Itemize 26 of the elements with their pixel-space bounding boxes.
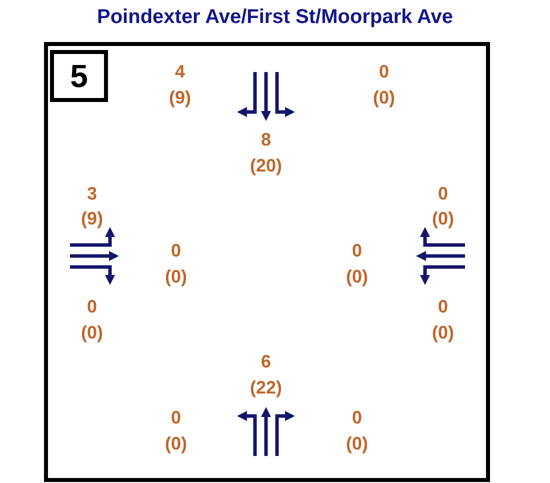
volume: 0 bbox=[352, 408, 362, 428]
peak-volume: (22) bbox=[250, 378, 282, 398]
volume: 0 bbox=[352, 240, 362, 262]
volume: 8 bbox=[261, 130, 271, 150]
title: Poindexter Ave/First St/Moorpark Ave bbox=[96, 6, 454, 29]
volume: 0 bbox=[171, 240, 181, 262]
volume: 0 bbox=[87, 296, 97, 318]
peak-volume: (0) bbox=[346, 434, 368, 454]
peak-volume: (0) bbox=[165, 266, 187, 288]
volume: 3 bbox=[87, 184, 97, 204]
peak-volume: (0) bbox=[432, 322, 454, 344]
peak-volume: (0) bbox=[165, 434, 187, 454]
volume: 4 bbox=[175, 62, 185, 82]
peak-volume: (0) bbox=[81, 322, 103, 344]
volume: 6 bbox=[261, 352, 271, 372]
peak-volume: (0) bbox=[373, 88, 395, 108]
peak-volume: (9) bbox=[169, 88, 191, 108]
volume: 0 bbox=[379, 62, 389, 82]
peak-volume: (0) bbox=[432, 208, 454, 230]
panel-number: 5 bbox=[50, 50, 108, 102]
peak-volume: (20) bbox=[250, 156, 282, 176]
volume: 0 bbox=[438, 296, 448, 318]
peak-volume: (0) bbox=[346, 266, 368, 288]
volume: 0 bbox=[171, 408, 181, 428]
peak-volume: (9) bbox=[81, 208, 103, 230]
volume: 0 bbox=[438, 184, 448, 204]
